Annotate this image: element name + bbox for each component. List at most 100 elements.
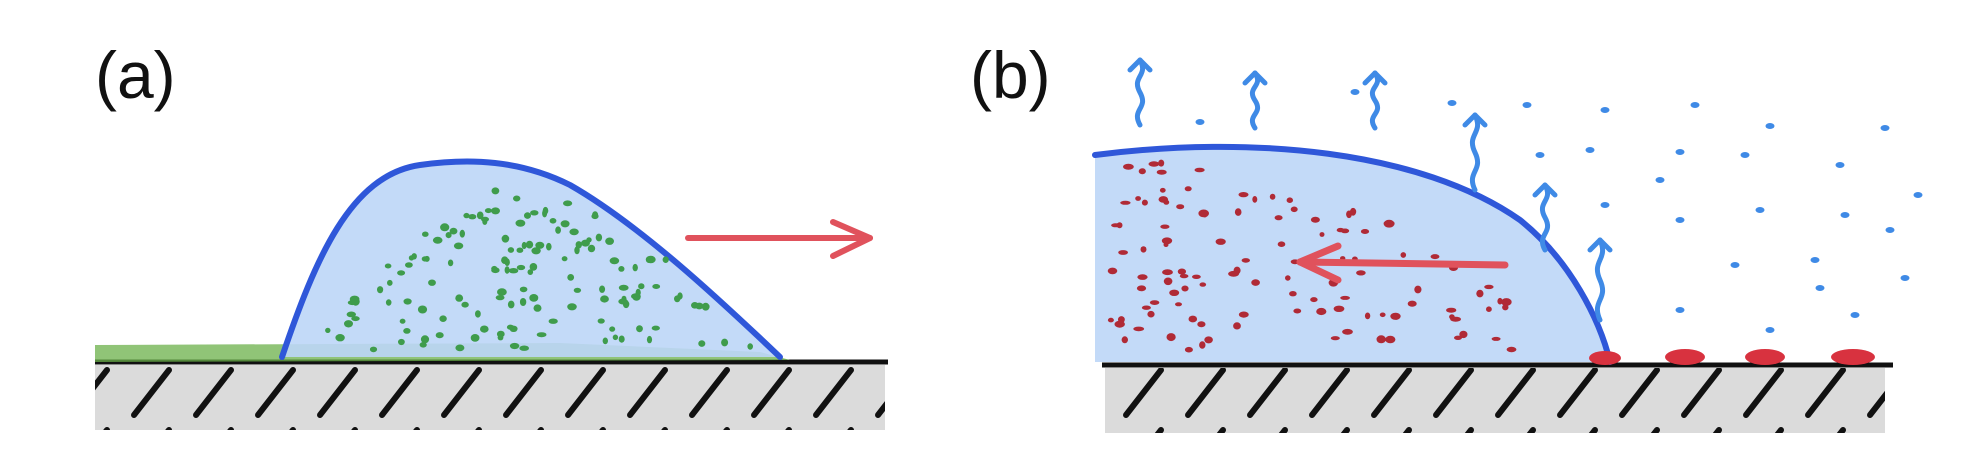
green-particle xyxy=(497,334,504,341)
green-particle xyxy=(455,294,464,302)
red-particle xyxy=(1204,336,1213,344)
red-particle xyxy=(1116,222,1123,229)
wavy-up-arrow-icon xyxy=(1242,70,1268,131)
green-particle xyxy=(420,335,430,344)
green-particle xyxy=(527,269,534,275)
red-particle xyxy=(1506,346,1517,353)
red-particle xyxy=(1179,274,1189,279)
green-particle xyxy=(677,292,683,300)
green-particle xyxy=(515,219,526,227)
red-particle xyxy=(1176,204,1185,210)
red-particle xyxy=(1198,209,1209,218)
red-particle xyxy=(1163,277,1173,286)
red-particle xyxy=(1289,291,1297,297)
green-particle xyxy=(491,265,498,272)
green-particle xyxy=(463,212,470,219)
green-particle xyxy=(419,342,427,348)
wavy-up-arrow-icon xyxy=(1127,57,1153,128)
green-particle xyxy=(555,226,561,234)
green-particle xyxy=(567,274,575,281)
green-particle xyxy=(519,345,529,351)
green-particle xyxy=(335,334,345,342)
red-particle xyxy=(1286,197,1294,203)
red-particle xyxy=(1161,237,1173,245)
green-particle xyxy=(480,325,489,333)
red-particle xyxy=(1502,304,1509,311)
red-particle xyxy=(1414,285,1422,294)
green-particle xyxy=(531,247,541,255)
green-particle xyxy=(618,266,625,272)
arrow-right-icon xyxy=(685,219,873,259)
red-particle xyxy=(1136,285,1147,292)
green-particle xyxy=(506,324,515,330)
red-particle xyxy=(1274,215,1283,221)
green-particle xyxy=(403,298,412,305)
green-particles xyxy=(325,187,753,353)
red-particle xyxy=(1199,282,1207,287)
green-particle xyxy=(351,316,360,322)
red-particle xyxy=(1290,206,1298,213)
red-particle xyxy=(1486,306,1492,313)
red-particle xyxy=(1233,266,1241,275)
green-particle xyxy=(602,337,608,345)
green-particle xyxy=(344,320,353,328)
red-particle xyxy=(1310,297,1318,303)
green-particle xyxy=(399,318,406,324)
green-particle xyxy=(508,268,519,274)
vapor-droplet xyxy=(1740,152,1750,158)
green-particle xyxy=(548,318,558,324)
red-particle xyxy=(1135,196,1141,201)
green-particle xyxy=(542,206,549,215)
red-particle xyxy=(1107,267,1118,275)
green-particle xyxy=(507,247,515,253)
vapor-droplet xyxy=(1655,177,1665,183)
red-particle xyxy=(1149,300,1160,305)
panel-b-label: (b) xyxy=(970,38,1051,112)
green-particle xyxy=(421,256,429,262)
green-particle xyxy=(569,228,579,236)
red-particle xyxy=(1137,274,1148,280)
red-particle xyxy=(1141,305,1151,310)
green-particle xyxy=(618,284,629,291)
vapor-droplet xyxy=(1840,212,1850,218)
green-particle xyxy=(513,195,521,202)
green-particle xyxy=(408,255,415,261)
wavy-up-arrow-icon xyxy=(1462,112,1488,193)
red-particle xyxy=(1376,335,1386,344)
green-particle xyxy=(635,288,641,297)
wavy-up-arrow-icon xyxy=(1587,237,1613,323)
red-particle xyxy=(1501,298,1512,306)
green-particle xyxy=(501,256,509,265)
red-particle xyxy=(1491,336,1501,341)
green-particle xyxy=(618,335,625,343)
vapor-droplet xyxy=(1815,285,1825,291)
red-particle xyxy=(1252,196,1258,203)
green-particle xyxy=(397,270,406,276)
green-particle xyxy=(533,304,542,312)
substrate-a xyxy=(95,359,888,430)
red-particle xyxy=(1364,312,1371,320)
green-particle xyxy=(405,262,413,268)
red-particle xyxy=(1459,330,1468,339)
green-particle xyxy=(597,318,605,324)
vapor-droplet xyxy=(1195,119,1205,125)
vapor-droplet xyxy=(1585,147,1595,153)
red-particle xyxy=(1342,328,1353,335)
vapor-droplet xyxy=(1880,125,1890,131)
green-particle xyxy=(521,241,527,250)
panel-a-label: (a) xyxy=(95,38,176,112)
vapor-arrows xyxy=(1127,57,1613,323)
vapor-droplet xyxy=(1900,275,1910,281)
red-particle xyxy=(1120,200,1131,205)
arrow-left-icon xyxy=(1296,242,1509,284)
vapor-droplet xyxy=(1765,123,1775,129)
vapor-droplet xyxy=(1755,207,1765,213)
red-particle xyxy=(1118,316,1125,324)
green-particle xyxy=(529,294,539,302)
green-particle xyxy=(470,334,480,342)
green-particle xyxy=(546,242,552,251)
green-particle xyxy=(384,263,392,269)
green-particle xyxy=(567,303,577,311)
green-particle xyxy=(721,338,729,347)
red-particle xyxy=(1147,310,1155,318)
